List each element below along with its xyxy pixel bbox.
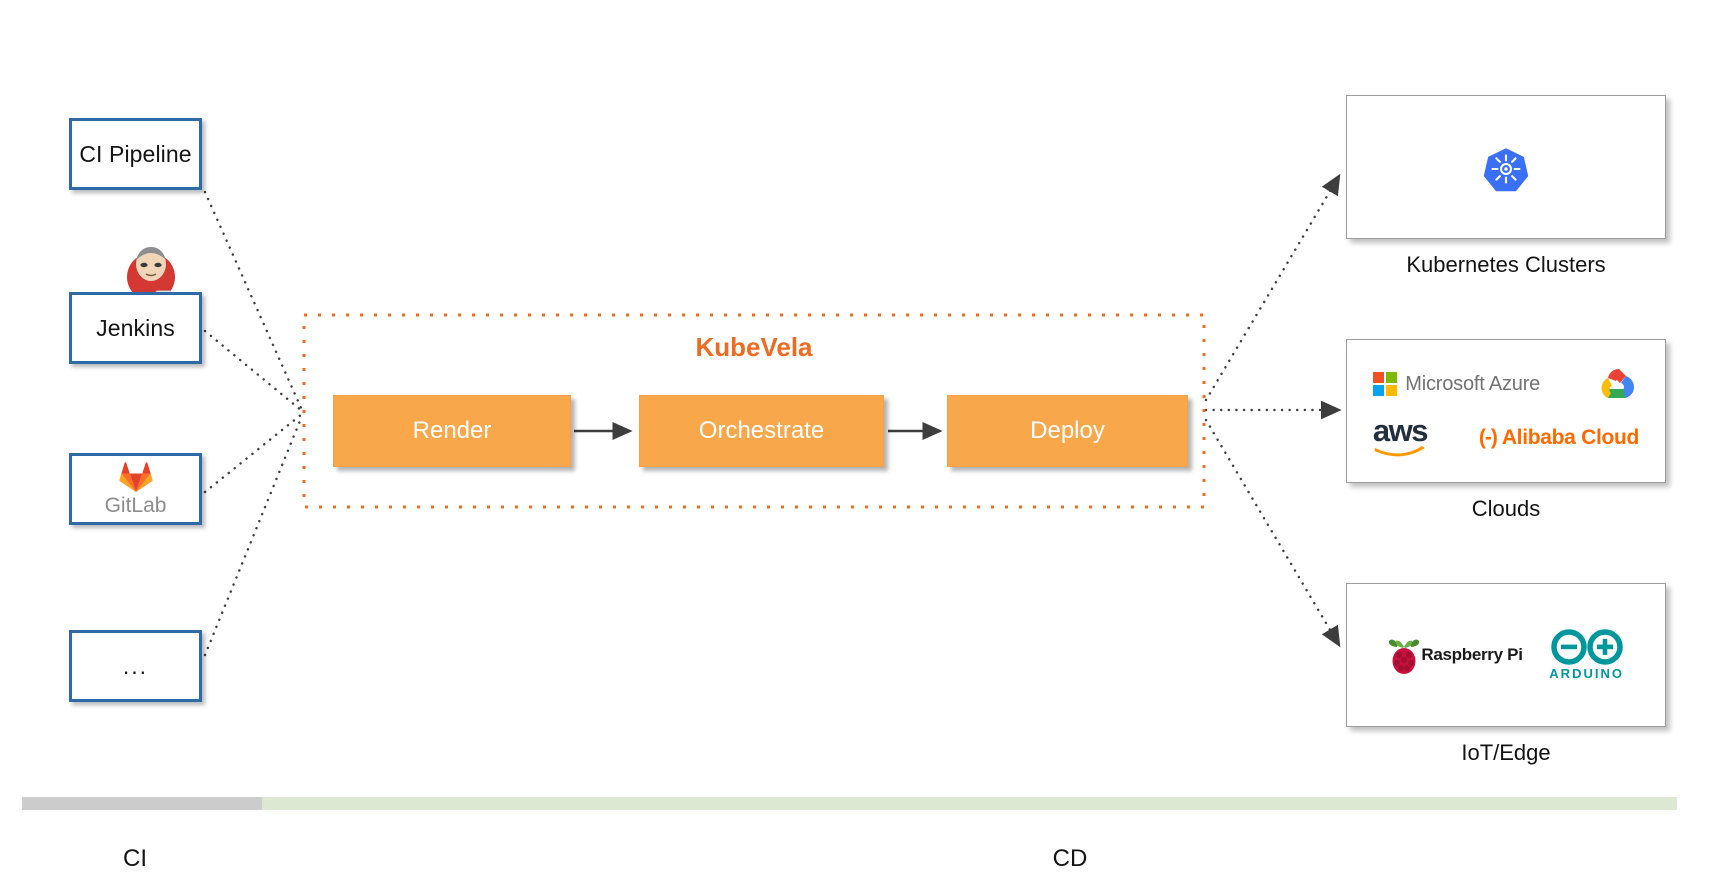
connector-iot-edge	[1204, 418, 1341, 648]
alibaba-bracket-icon: (-)	[1478, 425, 1498, 449]
source-box-gitlab[interactable]: GitLab	[69, 453, 202, 525]
aws-label: aws	[1372, 413, 1429, 448]
source-box-more[interactable]: ...	[69, 630, 202, 702]
connector-kubernetes	[1204, 173, 1341, 402]
cd-phase-label: CD	[1052, 845, 1088, 872]
stage-render[interactable]: Render	[333, 395, 571, 467]
source-box-jenkins[interactable]: Jenkins	[69, 292, 202, 364]
target-box-iot-edge[interactable]: Raspberry Pi ARDUINO	[1346, 583, 1666, 727]
connector-gitlab	[203, 412, 304, 494]
ci-cd-phase-bar	[22, 797, 1677, 810]
alibaba-cloud-label: Alibaba Cloud	[1501, 425, 1640, 449]
aws-logo: aws	[1372, 413, 1429, 457]
stage-orchestrate[interactable]: Orchestrate	[639, 395, 884, 467]
source-connectors	[203, 190, 304, 657]
arduino-infinity-icon	[1550, 629, 1623, 665]
source-label-gitlab: GitLab	[104, 493, 167, 517]
source-label-more: ...	[122, 652, 149, 679]
gitlab-logo: GitLab	[104, 461, 167, 518]
kubevela-container: KubeVela	[303, 314, 1205, 508]
gitlab-fox-icon	[118, 461, 153, 492]
connector-ci-pipeline	[203, 190, 304, 412]
google-cloud-logo	[1593, 366, 1639, 402]
google-cloud-icon	[1601, 368, 1634, 398]
kubernetes-helm-icon	[1483, 148, 1529, 192]
ci-phase-segment	[22, 797, 262, 810]
stage-deploy[interactable]: Deploy	[947, 395, 1188, 467]
target-box-kubernetes-clusters[interactable]	[1346, 95, 1666, 239]
target-connectors	[1204, 173, 1342, 648]
source-label-jenkins: Jenkins	[96, 314, 175, 341]
microsoft-squares-icon	[1373, 372, 1398, 396]
connector-more	[203, 414, 304, 657]
source-label-ci-pipeline: CI Pipeline	[79, 140, 192, 167]
kubevela-title: KubeVela	[695, 332, 813, 362]
microsoft-azure-logo: Microsoft Azure	[1373, 372, 1540, 396]
raspberry-pi-icon	[1389, 639, 1420, 674]
target-caption-clouds: Clouds	[1471, 496, 1541, 521]
target-box-clouds[interactable]: Microsoft Azure aws	[1346, 339, 1666, 483]
aws-smile-icon	[1374, 446, 1425, 457]
ci-phase-label: CI	[123, 845, 147, 872]
stage-label-orchestrate: Orchestrate	[698, 417, 825, 444]
cd-phase-segment	[262, 797, 1677, 810]
raspberry-pi-label: Raspberry Pi	[1421, 644, 1523, 664]
arduino-logo: ARDUINO	[1549, 628, 1625, 681]
target-caption-iot-edge: IoT/Edge	[1461, 740, 1551, 765]
target-caption-kubernetes-clusters: Kubernetes Clusters	[1406, 252, 1606, 277]
connector-jenkins	[203, 329, 304, 413]
stage-label-render: Render	[412, 417, 492, 444]
stage-label-deploy: Deploy	[1030, 417, 1105, 444]
microsoft-azure-label: Microsoft Azure	[1405, 372, 1541, 395]
arduino-label: ARDUINO	[1549, 666, 1624, 681]
raspberry-pi-logo: Raspberry Pi	[1387, 635, 1523, 675]
alibaba-cloud-logo: (-) Alibaba Cloud	[1478, 425, 1640, 450]
source-box-ci-pipeline[interactable]: CI Pipeline	[69, 118, 202, 190]
